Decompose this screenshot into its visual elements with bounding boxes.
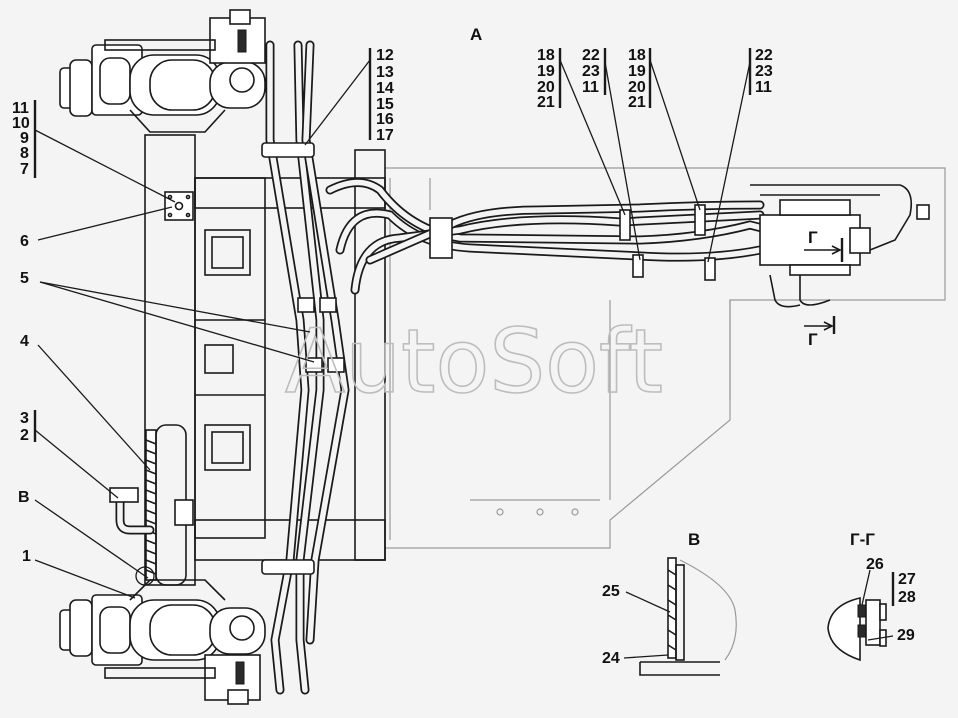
- section-title: Г-Г: [850, 530, 875, 549]
- mounting-plate: [164, 191, 194, 221]
- callout-18c: 18: [628, 47, 646, 64]
- callout-2: 2: [20, 427, 29, 444]
- section-view: [827, 596, 887, 662]
- callout-11d: 11: [755, 79, 772, 96]
- callout-20c: 20: [628, 79, 646, 96]
- callout-15: 15: [376, 96, 394, 113]
- callout-6: 6: [20, 233, 29, 250]
- callout-14: 14: [376, 80, 394, 97]
- watermark: AutoSoft: [285, 310, 663, 413]
- callout-4: 4: [20, 333, 29, 350]
- callout-5: 5: [20, 270, 29, 287]
- callout-7: 7: [20, 161, 29, 178]
- callout-10: 10: [12, 115, 30, 132]
- callout-21a: 21: [537, 94, 555, 111]
- section-arrow-bottom-label: Г: [808, 330, 818, 349]
- callout-23b: 23: [582, 63, 600, 80]
- callout-23d: 23: [755, 63, 773, 80]
- callout-13: 13: [376, 64, 394, 81]
- callout-3: 3: [20, 410, 29, 427]
- callout-19c: 19: [628, 63, 646, 80]
- callout-11: 11: [12, 100, 29, 117]
- callout-26: 26: [866, 556, 884, 573]
- callout-16: 16: [376, 111, 394, 128]
- hose-bundle-horizontal: [325, 178, 775, 295]
- callout-22b: 22: [582, 47, 600, 64]
- bottom-cylinder-assembly: [59, 579, 266, 705]
- callout-21c: 21: [628, 94, 646, 111]
- callout-27: 27: [898, 571, 916, 588]
- hose-bundle-vertical: [261, 40, 350, 695]
- callout-20a: 20: [537, 79, 555, 96]
- control-valve-block: Г Г: [750, 184, 930, 349]
- pipe-elbow: [109, 487, 194, 535]
- top-cylinder-assembly: [59, 9, 266, 133]
- callout-1: 1: [22, 548, 31, 565]
- callout-8: 8: [20, 145, 29, 162]
- leader-lines: [34, 59, 894, 659]
- callout-24: 24: [602, 650, 620, 667]
- callout-b: В: [18, 489, 30, 506]
- callout-bars: [33, 48, 895, 606]
- callout-19a: 19: [537, 63, 555, 80]
- detail-b-title: В: [688, 530, 700, 549]
- callout-17: 17: [376, 127, 394, 144]
- callout-29: 29: [897, 627, 915, 644]
- callout-9: 9: [20, 130, 29, 147]
- callout-22d: 22: [755, 47, 773, 64]
- view-a-title: А: [470, 25, 482, 44]
- section-arrow-top-label: Г: [808, 228, 818, 247]
- callout-25: 25: [602, 583, 620, 600]
- detail-view-b: [639, 557, 737, 676]
- callout-18a: 18: [537, 47, 555, 64]
- callout-28: 28: [898, 589, 916, 606]
- callout-12: 12: [376, 47, 394, 64]
- callout-11b: 11: [582, 79, 599, 96]
